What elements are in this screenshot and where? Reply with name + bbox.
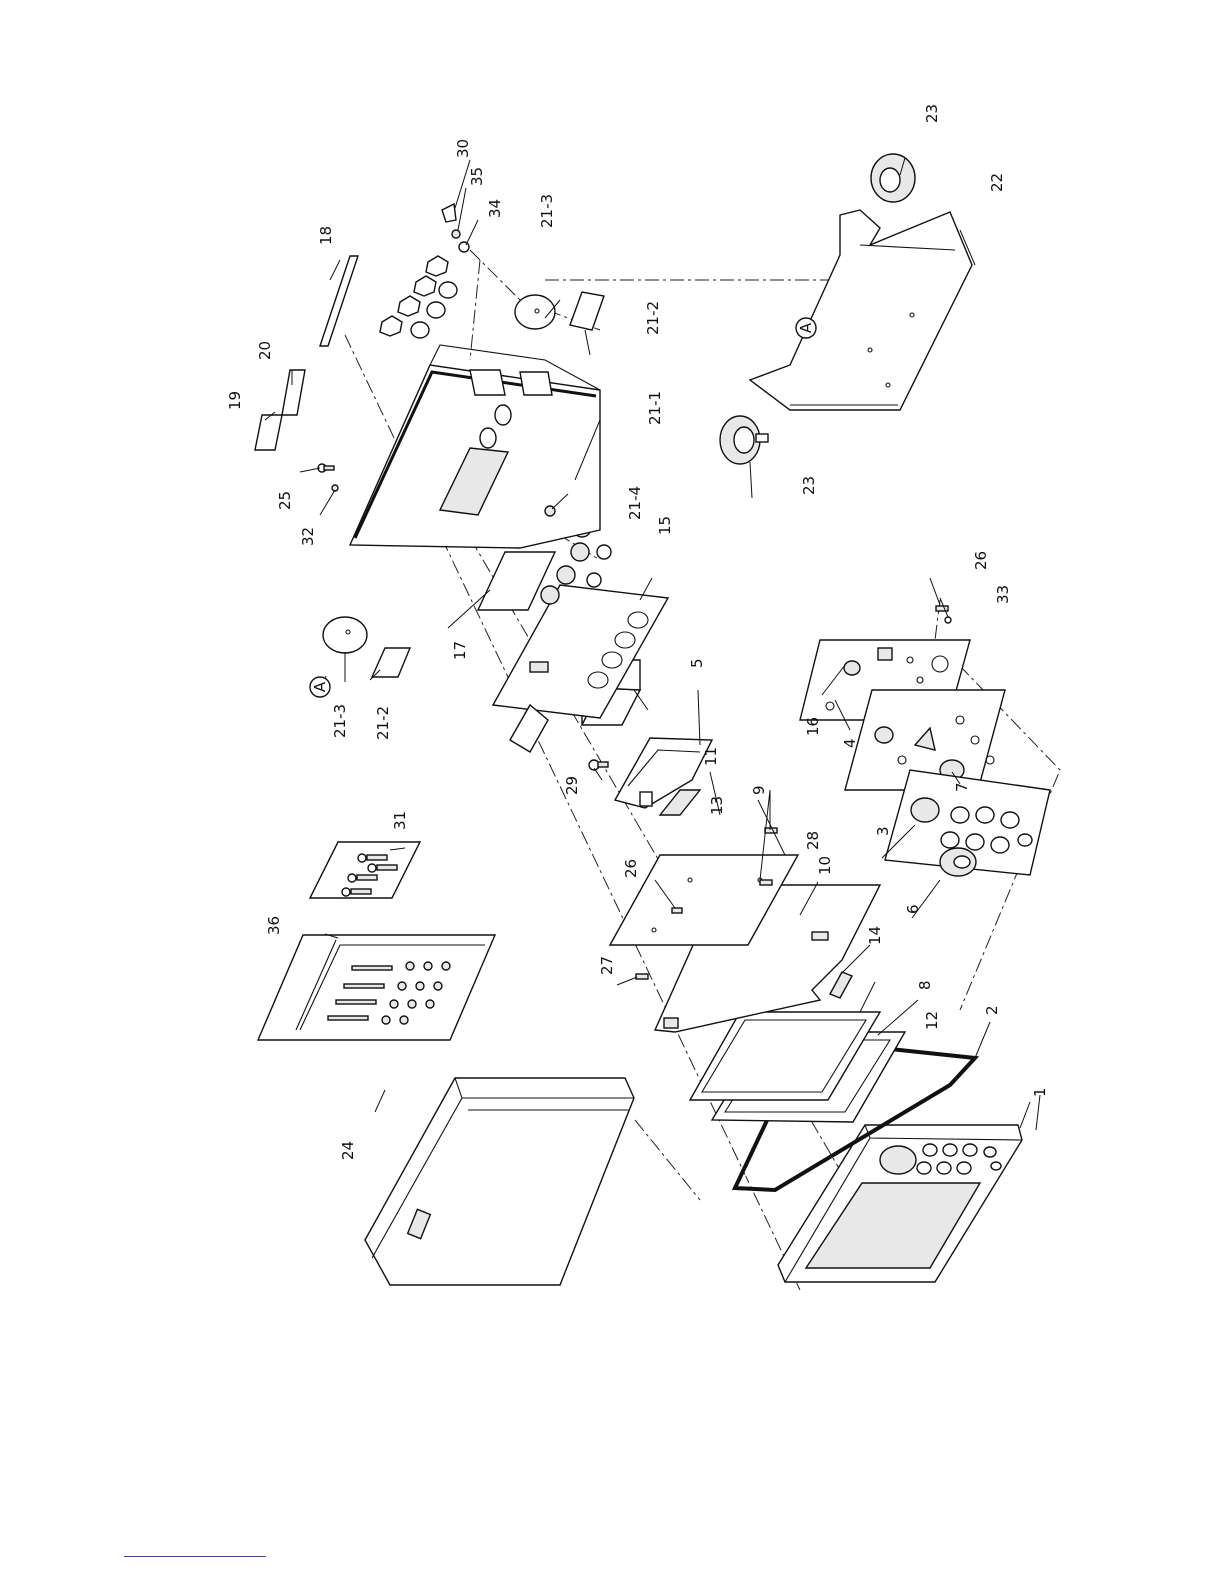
marker-a-left: A <box>310 677 330 697</box>
marker-a-right: A <box>796 318 816 338</box>
part-25-screw <box>318 464 334 472</box>
callout-24: 24 <box>339 1141 357 1160</box>
callout-30: 30 <box>454 139 472 158</box>
callout-9: 9 <box>750 785 768 795</box>
callout-3: 3 <box>874 826 892 836</box>
callout-7: 7 <box>953 782 971 792</box>
part-29-screw <box>589 760 608 770</box>
callout-4: 4 <box>841 738 859 748</box>
footer-link-underline[interactable] <box>124 1556 266 1557</box>
part-31-screw-kit <box>310 842 420 898</box>
callout-28: 28 <box>804 831 822 850</box>
cable-glands <box>380 256 457 338</box>
callout-23-left: 23 <box>800 476 818 495</box>
callout-21-4: 21-4 <box>626 486 644 520</box>
callout-12: 12 <box>923 1011 941 1030</box>
part-36-manual <box>258 935 495 1040</box>
callout-21-3-left: 21-3 <box>331 704 349 738</box>
callout-26-left: 26 <box>622 859 640 878</box>
part-24-hood <box>365 1078 634 1285</box>
part-18-strip <box>320 256 358 346</box>
callout-31: 31 <box>391 811 409 830</box>
callout-14: 14 <box>866 926 884 945</box>
part-14-switch <box>830 972 852 998</box>
part-1-front-bezel <box>778 1125 1022 1282</box>
callout-16: 16 <box>804 717 822 736</box>
callout-10: 10 <box>816 856 834 875</box>
callout-36: 36 <box>265 916 283 935</box>
marker-a-left-text: A <box>311 681 329 692</box>
part-19-label <box>255 415 282 450</box>
callout-1: 1 <box>1031 1087 1049 1097</box>
part-22-mount-bracket <box>750 210 972 410</box>
part-20-label <box>282 370 305 415</box>
callout-22: 22 <box>988 173 1006 192</box>
callout-27: 27 <box>598 956 616 975</box>
callout-13: 13 <box>708 796 726 815</box>
callout-11: 11 <box>702 747 720 766</box>
part-21-3-cap-right <box>515 295 555 329</box>
callout-20: 20 <box>256 341 274 360</box>
callout-21-2-right: 21-2 <box>644 301 662 335</box>
part-21-1-rear-case <box>350 345 600 548</box>
callout-35: 35 <box>468 167 486 186</box>
part-35-washer <box>452 230 460 238</box>
callout-17: 17 <box>451 641 469 660</box>
callout-23-right: 23 <box>923 104 941 123</box>
callout-25: 25 <box>276 491 294 510</box>
callout-32: 32 <box>299 527 317 546</box>
callout-19: 19 <box>226 391 244 410</box>
callout-21-1: 21-1 <box>646 391 664 425</box>
part-21-3-cap-left <box>323 617 367 653</box>
callout-33: 33 <box>994 585 1012 604</box>
part-21-2-block-right <box>570 292 604 330</box>
callout-6: 6 <box>904 904 922 914</box>
callout-21-3-right: 21-3 <box>538 194 556 228</box>
part-26-screw-left <box>672 908 682 913</box>
part-23-knob-right <box>871 154 915 202</box>
callout-18: 18 <box>317 226 335 245</box>
callout-8: 8 <box>916 980 934 990</box>
callout-26-right: 26 <box>972 551 990 570</box>
callout-34: 34 <box>486 199 504 218</box>
part-6-knob <box>940 848 976 876</box>
part-11-bracket <box>615 738 712 808</box>
callout-2: 2 <box>983 1005 1001 1015</box>
callout-29: 29 <box>563 776 581 795</box>
part-23-knob-left <box>720 416 768 464</box>
part-27-screw <box>636 974 648 979</box>
part-26-screw-right <box>936 606 951 623</box>
part-34-washer <box>459 242 469 252</box>
callout-21-2-left: 21-2 <box>374 706 392 740</box>
callout-15: 15 <box>656 516 674 535</box>
callout-5: 5 <box>688 658 706 668</box>
marker-a-right-text: A <box>797 322 815 333</box>
part-30-bolt <box>442 204 456 222</box>
